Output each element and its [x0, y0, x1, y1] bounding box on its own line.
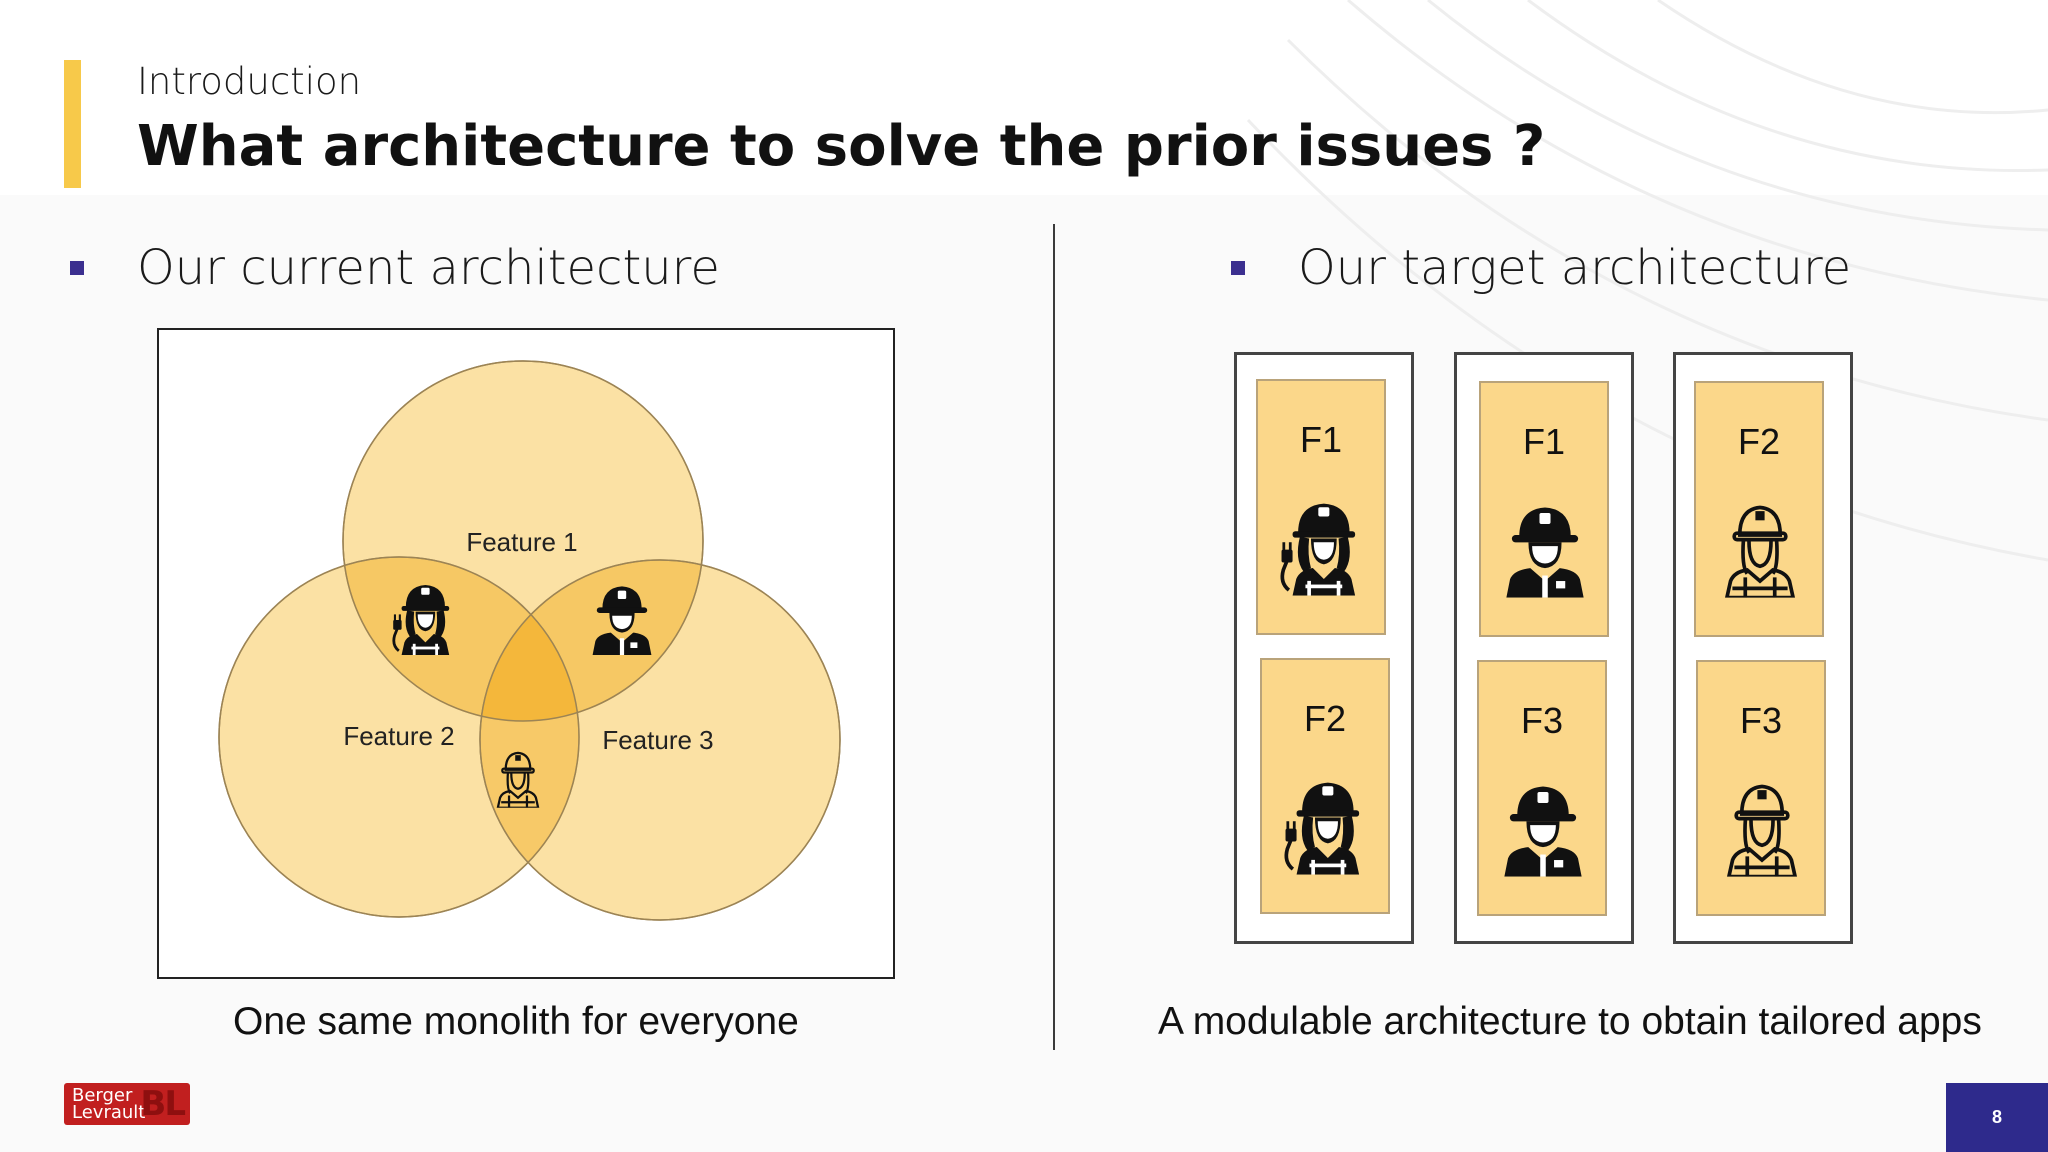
firefighter-icon — [1497, 772, 1589, 880]
logo-text-line2: Levrault — [72, 1102, 146, 1123]
berger-levrault-logo: Berger Levrault BL — [64, 1083, 190, 1125]
left-bullet-text: Our current architecture — [137, 240, 720, 296]
logo-mark: BL — [140, 1084, 186, 1124]
accent-bar — [64, 60, 81, 188]
construction-worker-icon — [1716, 772, 1808, 880]
page-number: 8 — [1946, 1083, 2048, 1152]
module-card: F1 — [1479, 381, 1609, 637]
module-card: F2 — [1260, 658, 1390, 914]
feature-2-label: Feature 2 — [343, 721, 454, 751]
bullet-marker — [1231, 261, 1245, 275]
module-card: F3 — [1477, 660, 1607, 916]
logo-text-line1: Berger — [72, 1085, 133, 1106]
decorative-lines — [1246, 0, 2048, 562]
firefighter-icon — [1499, 493, 1591, 601]
section-label: Introduction — [137, 60, 362, 103]
module-card: F1 — [1256, 379, 1386, 635]
electrician-icon — [1280, 770, 1372, 878]
module-card: F3 — [1696, 660, 1826, 916]
module-label: F3 — [1520, 700, 1563, 741]
construction-worker-icon — [1714, 493, 1806, 601]
right-bullet-text: Our target architecture — [1298, 240, 1852, 296]
app-box-firefighter: F1 F3 — [1454, 352, 1634, 944]
module-label: F1 — [1299, 419, 1342, 460]
feature-3-label: Feature 3 — [602, 725, 713, 755]
module-card: F2 — [1694, 381, 1824, 637]
right-caption: A modulable architecture to obtain tailo… — [1158, 1000, 1982, 1043]
module-label: F2 — [1737, 421, 1780, 462]
venn-diagram: Feature 1 Feature 2 Feature 3 — [218, 360, 841, 921]
feature-1-label: Feature 1 — [466, 527, 577, 557]
left-caption: One same monolith for everyone — [233, 1000, 799, 1043]
column-divider — [1053, 224, 1055, 1050]
module-label: F2 — [1303, 698, 1346, 739]
app-box-electrician: F1 F2 — [1234, 352, 1414, 944]
bullet-marker — [70, 261, 84, 275]
app-box-construction-worker: F2 F3 — [1673, 352, 1853, 944]
slide-title: What architecture to solve the prior iss… — [137, 114, 1546, 179]
electrician-icon — [1276, 491, 1368, 599]
module-label: F3 — [1739, 700, 1782, 741]
module-label: F1 — [1522, 421, 1565, 462]
